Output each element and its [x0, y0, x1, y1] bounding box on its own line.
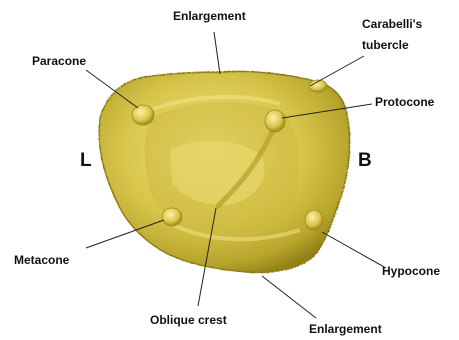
paracone-cusp: [132, 105, 154, 125]
hypocone-cusp: [305, 210, 323, 230]
protocone-cusp: [265, 110, 285, 132]
label-carabelli-line1: Carabelli's: [362, 17, 422, 31]
label-paracone: Paracone: [32, 54, 86, 68]
metacone-cusp: [162, 208, 182, 226]
side-label-right: B: [358, 151, 372, 171]
leader-enlargement-bottom: [262, 276, 316, 318]
label-carabelli-line2: tubercle: [362, 38, 409, 52]
label-hypocone: Hypocone: [382, 264, 440, 278]
label-enlargement-top: Enlargement: [173, 9, 246, 23]
leader-hypocone: [322, 232, 386, 268]
label-enlargement-bottom: Enlargement: [309, 322, 382, 336]
label-oblique-crest: Oblique crest: [150, 313, 227, 327]
side-label-left: L: [80, 151, 92, 171]
leader-carabelli: [310, 56, 364, 86]
label-metacone: Metacone: [14, 253, 69, 267]
label-protocone: Protocone: [375, 95, 434, 109]
leader-enlargement-top: [214, 32, 220, 74]
